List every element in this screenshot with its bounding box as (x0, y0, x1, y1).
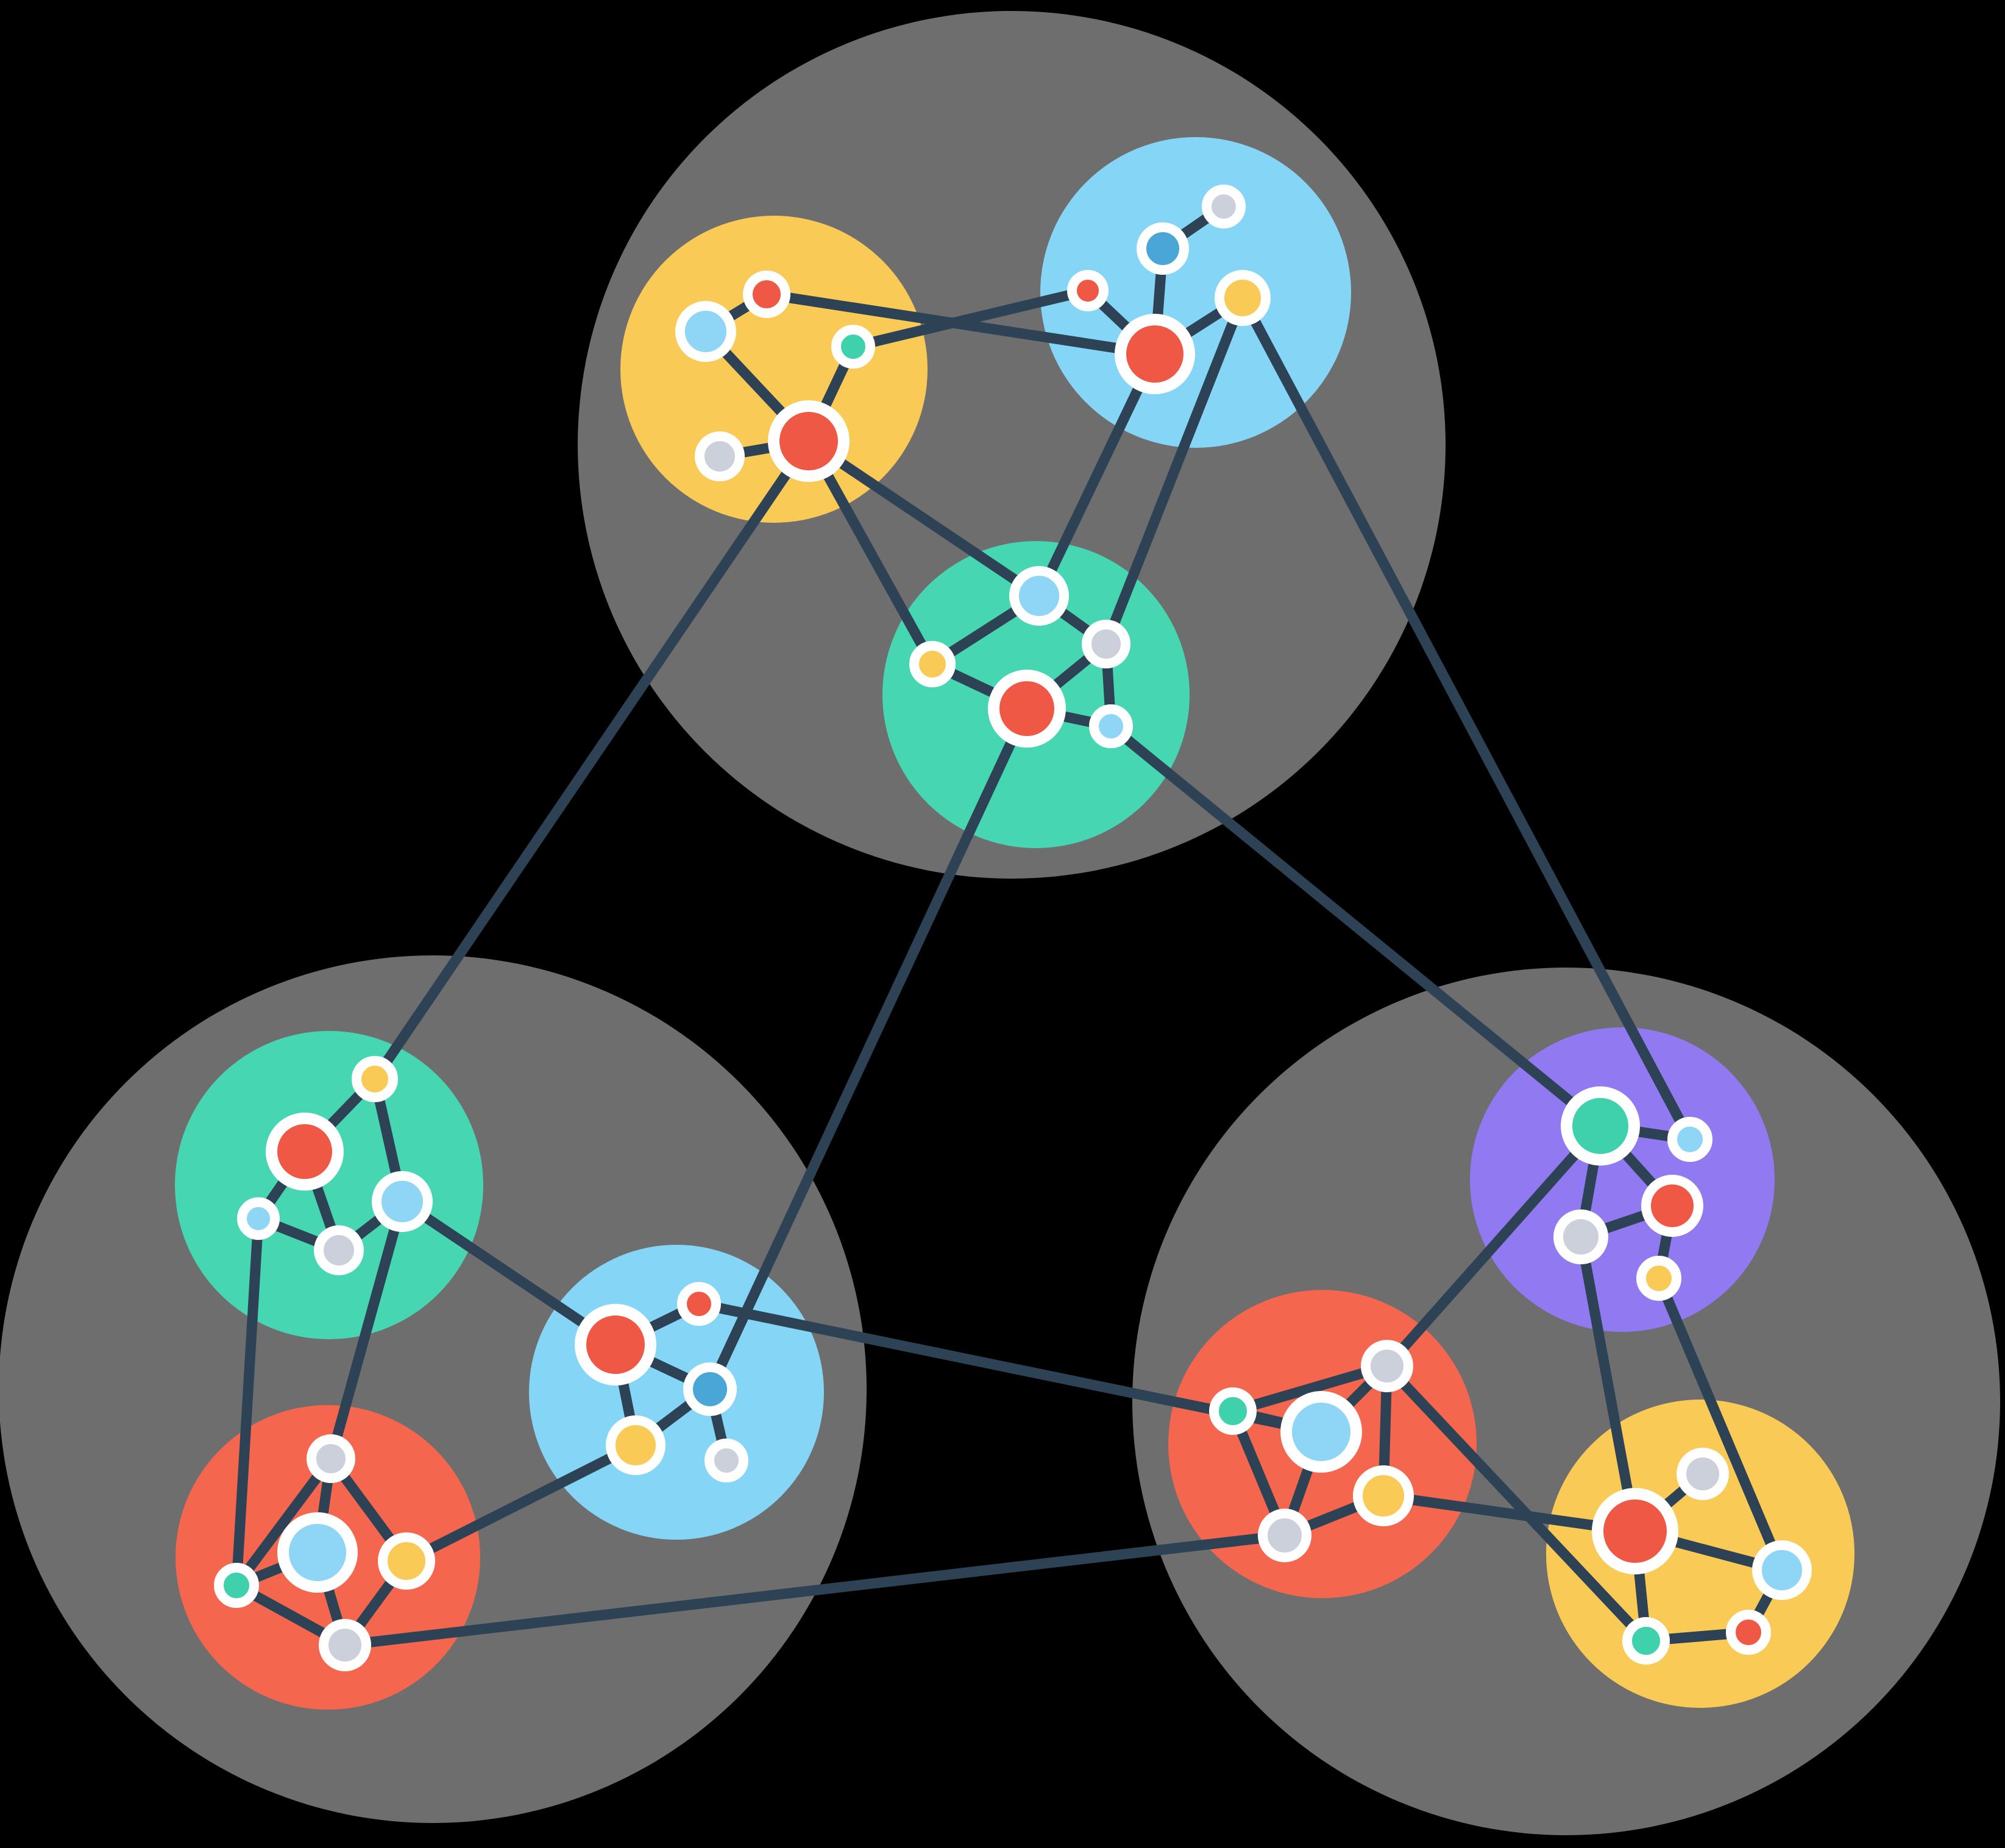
node-p-smallblue (237, 1197, 280, 1240)
node-v-gray (1677, 1448, 1729, 1500)
node-b-yellow (1215, 270, 1271, 326)
cluster-blue-top-circle (1040, 137, 1351, 448)
node-t-bigred (988, 670, 1066, 748)
node-r-bigblue (277, 1512, 358, 1593)
node-p-bluebig (372, 1171, 433, 1232)
edge-t-bigred--q-darkblue (704, 703, 1032, 1395)
edge-s-teal--s-graytop (1227, 1361, 1393, 1417)
node-q-darkblue (683, 1362, 737, 1416)
node-v-redsmall (1726, 1610, 1771, 1655)
node-q-bigred (575, 1304, 656, 1386)
edge-b-yellow--t-gray (1101, 292, 1248, 650)
node-b-redsmall (1067, 270, 1109, 311)
edge-b-yellow--u-smallblue (1237, 292, 1695, 1145)
node-u-gray (1553, 1209, 1608, 1264)
edge-y-teal--b-redsmall (848, 285, 1093, 352)
node-y-gray (695, 431, 745, 481)
edge-y-bigred--t-yellow (803, 436, 938, 670)
edge-y-bigred--t-bluetop (803, 436, 1045, 601)
edge-r-graybottom--s-graybottom (339, 1530, 1290, 1651)
cluster-yellow-top-circle (620, 216, 928, 523)
node-p-gray (314, 1225, 364, 1275)
cluster-blue-bl-circle (529, 1245, 824, 1540)
cluster-teal-bl-circle (175, 1031, 483, 1339)
edge-b-bigred--t-bluetop (1034, 349, 1160, 601)
edge-q-yellow--r-yellow (401, 1440, 641, 1567)
node-r-graytop (307, 1434, 355, 1483)
edge-t-smallblue--u-teal (1105, 721, 1606, 1131)
node-s-bigblue (1280, 1391, 1362, 1473)
node-y-teal (831, 325, 875, 369)
node-u-red (1641, 1175, 1703, 1237)
node-y-red (743, 271, 790, 318)
node-r-yellow (378, 1532, 435, 1590)
cluster-purple-br-circle (1470, 1027, 1775, 1332)
edge-s-graytop--v-teal (1382, 1361, 1652, 1646)
node-p-bigred (266, 1113, 344, 1191)
edge-y-bigred--p-yellow (369, 436, 814, 1085)
node-s-yellow (1353, 1465, 1414, 1526)
node-u-teal (1561, 1086, 1640, 1166)
node-t-smallblue (1089, 704, 1133, 748)
edge-u-teal--s-graytop (1382, 1120, 1606, 1372)
node-t-bluetop (1009, 566, 1069, 626)
node-u-smallblue (1667, 1117, 1712, 1162)
node-v-blue (1752, 1540, 1812, 1600)
node-b-blue (1137, 222, 1189, 275)
node-y-bigred (768, 400, 850, 482)
node-t-yellow (909, 641, 956, 687)
node-y-blue (675, 301, 736, 362)
nodes-layer (214, 185, 1812, 1671)
node-t-gray (1082, 620, 1130, 668)
edge-r-graytop--r-teal (231, 1453, 336, 1591)
node-u-yellow (1636, 1256, 1681, 1301)
node-v-bigred (1592, 1488, 1678, 1574)
edge-u-gray--v-bigred (1575, 1231, 1641, 1537)
node-b-gray (1202, 185, 1246, 228)
edge-p-smallblue--r-teal (231, 1213, 264, 1591)
node-r-graybottom (319, 1619, 371, 1671)
node-q-yellow (606, 1415, 665, 1475)
node-r-teal (214, 1563, 259, 1608)
node-s-graytop (1361, 1340, 1413, 1392)
edge-p-bluebig--r-graytop (325, 1196, 408, 1464)
node-q-redsmall (677, 1282, 721, 1326)
node-p-yellow (352, 1056, 398, 1102)
edge-p-bluebig--q-bigred (397, 1196, 621, 1350)
node-s-graybottom (1258, 1509, 1311, 1562)
edge-u-yellow--v-blue (1653, 1273, 1787, 1576)
node-v-teal (1622, 1617, 1670, 1665)
node-s-teal (1209, 1387, 1257, 1435)
node-b-bigred (1115, 314, 1195, 394)
node-q-gray (704, 1439, 748, 1482)
